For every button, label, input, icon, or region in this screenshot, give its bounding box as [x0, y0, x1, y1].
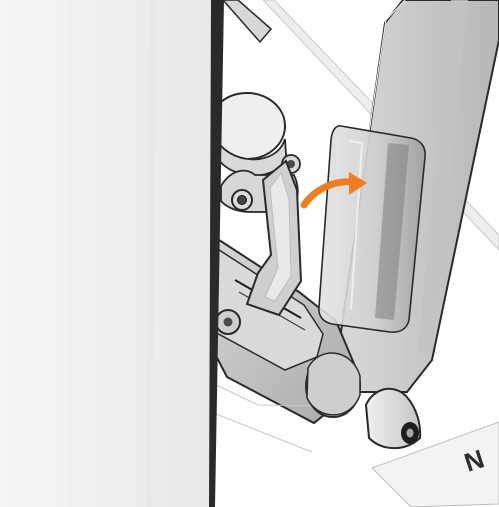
left-panel — [0, 0, 224, 507]
shield-panel — [319, 126, 425, 332]
